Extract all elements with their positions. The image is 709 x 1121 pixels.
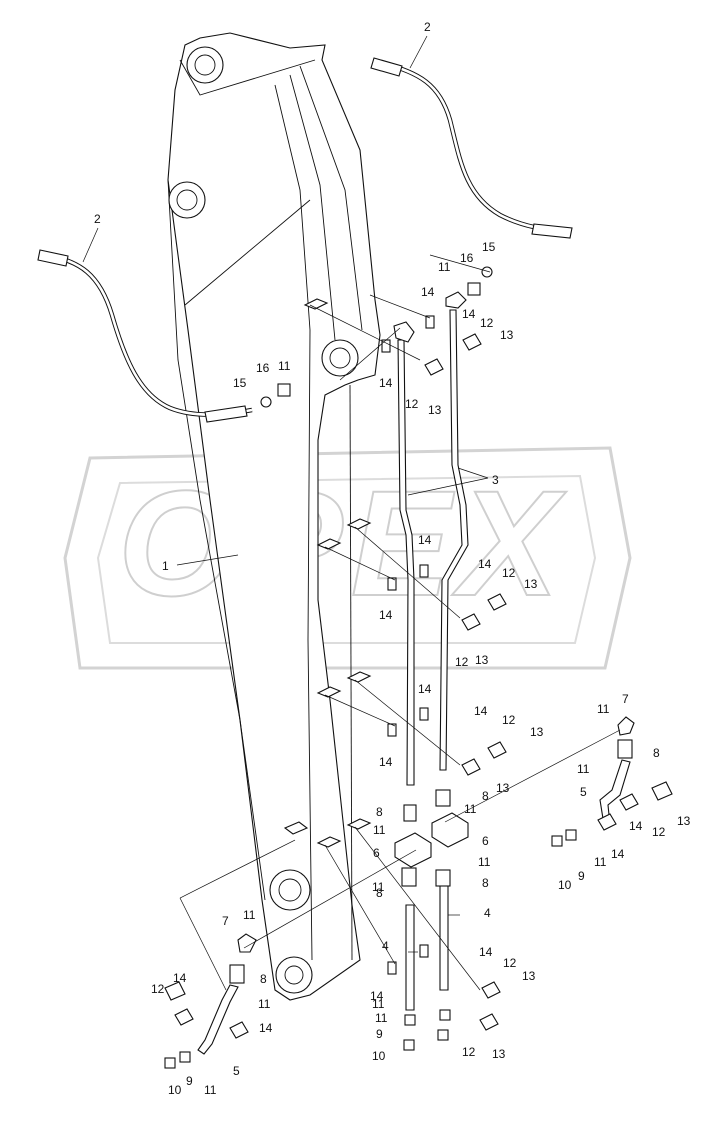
hose-left (37, 249, 253, 423)
hose-right (370, 57, 573, 239)
callout-12: 12 (503, 956, 517, 970)
callout-13: 13 (496, 781, 510, 795)
callout-11: 11 (577, 762, 590, 776)
callout-11: 11 (278, 359, 291, 373)
callout-9: 9 (578, 869, 585, 883)
callout-4: 4 (382, 939, 389, 953)
callout-12: 12 (462, 1045, 476, 1059)
callout-10: 10 (168, 1083, 182, 1097)
callout-10: 10 (558, 878, 572, 892)
valve-block-right (431, 812, 469, 848)
callout-13: 13 (522, 969, 536, 983)
leader-lines (82, 35, 621, 991)
callout-16: 16 (256, 361, 270, 375)
callout-11: 11 (597, 702, 610, 716)
elbow-pipe-left (164, 933, 257, 1069)
callout-7: 7 (222, 914, 229, 928)
callout-13: 13 (524, 577, 538, 591)
callout-11: 11 (372, 997, 385, 1011)
callout-8: 8 (482, 876, 489, 890)
callout-8: 8 (653, 746, 660, 760)
callout-8: 8 (482, 789, 489, 803)
callout-14: 14 (418, 533, 432, 547)
callout-13: 13 (677, 814, 691, 828)
callout-12: 12 (455, 655, 469, 669)
callout-16: 16 (460, 251, 474, 265)
callout-5: 5 (233, 1064, 240, 1078)
callout-1: 1 (162, 559, 169, 573)
callout-6: 6 (482, 834, 489, 848)
callout-15: 15 (233, 376, 247, 390)
callout-5: 5 (580, 785, 587, 799)
callout-14: 14 (379, 608, 393, 622)
callout-9: 9 (376, 1027, 383, 1041)
callout-14: 14 (479, 945, 493, 959)
callout-11: 11 (478, 855, 491, 869)
callout-12: 12 (502, 713, 516, 727)
callout-14: 14 (173, 971, 187, 985)
callout-4: 4 (484, 906, 491, 920)
callout-11: 11 (258, 997, 271, 1011)
callout-15: 15 (482, 240, 496, 254)
callout-8: 8 (376, 886, 383, 900)
callout-13: 13 (428, 403, 442, 417)
callout-7: 7 (622, 692, 629, 706)
callout-10: 10 (372, 1049, 386, 1063)
callout-14: 14 (462, 307, 476, 321)
callout-2: 2 (424, 20, 431, 34)
callout-13: 13 (492, 1047, 506, 1061)
callout-12: 12 (151, 982, 165, 996)
callout-9: 9 (186, 1074, 193, 1088)
callout-6: 6 (373, 846, 380, 860)
callout-14: 14 (421, 285, 435, 299)
callout-8: 8 (376, 805, 383, 819)
callout-14: 14 (379, 755, 393, 769)
valve-block-left (394, 832, 432, 868)
callout-14: 14 (629, 819, 643, 833)
callout-11: 11 (373, 823, 386, 837)
callout-14: 14 (370, 989, 384, 1003)
callout-14: 14 (474, 704, 488, 718)
callout-11: 11 (372, 880, 385, 894)
callout-12: 12 (405, 397, 419, 411)
callout-14: 14 (259, 1021, 273, 1035)
callout-11: 11 (243, 908, 256, 922)
callout-11: 11 (204, 1083, 217, 1097)
callout-12: 12 (480, 316, 494, 330)
callout-8: 8 (260, 972, 267, 986)
pipes-upper (393, 291, 469, 786)
callout-13: 13 (475, 653, 489, 667)
callout-14: 14 (478, 557, 492, 571)
elbow-pipe-right (551, 716, 673, 847)
callout-labels: 1 2 2 3 4 4 5 5 6 6 7 7 8 8 8 8 8 8 9 9 … (94, 20, 691, 1097)
callout-12: 12 (502, 566, 516, 580)
boom-structure (167, 32, 381, 1001)
callout-14: 14 (611, 847, 625, 861)
callout-13: 13 (500, 328, 514, 342)
boom-clamp-brackets (283, 298, 372, 848)
callout-11: 11 (594, 855, 607, 869)
callout-14: 14 (379, 376, 393, 390)
callout-11: 11 (464, 802, 477, 816)
upper-fittings (260, 266, 507, 1031)
callout-13: 13 (530, 725, 544, 739)
callout-11: 11 (375, 1011, 388, 1025)
callout-12: 12 (652, 825, 666, 839)
callout-3: 3 (492, 473, 499, 487)
pipes-lower (394, 789, 469, 1051)
callout-11: 11 (438, 260, 451, 274)
callout-14: 14 (418, 682, 432, 696)
callout-2: 2 (94, 212, 101, 226)
